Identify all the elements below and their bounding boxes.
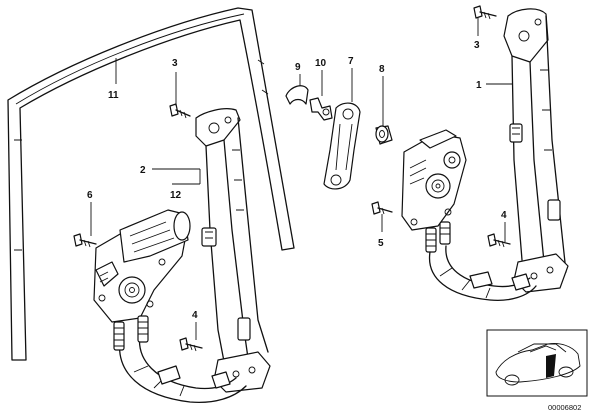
- bushing-part-10: [309, 97, 333, 121]
- callout-3-right: 3: [474, 40, 480, 51]
- clip-part-9: [285, 85, 309, 105]
- callout-4-left: 4: [192, 310, 198, 321]
- leader-lines: [90, 18, 512, 340]
- right-window-motor: [401, 129, 467, 253]
- callout-5: 5: [378, 238, 384, 249]
- callout-12: 12: [170, 190, 182, 201]
- right-regulator-rail-part-1: [503, 8, 569, 293]
- window-channel-part-11: [7, 7, 295, 361]
- left-regulator-cable: [118, 333, 247, 404]
- lever-part-7: [323, 102, 361, 190]
- callout-3-left: 3: [172, 58, 178, 69]
- right-regulator-cable: [428, 245, 537, 302]
- callout-10: 10: [315, 58, 327, 69]
- left-regulator-rail-part-2: [195, 108, 271, 393]
- car-locator-thumbnail: [486, 329, 588, 397]
- bolt-part-6: [73, 233, 97, 248]
- callout-7: 7: [348, 56, 354, 67]
- callout-9: 9: [295, 62, 301, 73]
- bolt-part-5: [371, 201, 393, 215]
- bolt-part-4-right: [487, 233, 511, 248]
- callout-labels: 11 3 2 12 6 4 9 10 7 8 5 1 3 4: [87, 40, 507, 321]
- document-number: 00006802: [548, 403, 581, 412]
- bolt-part-3-left: [169, 103, 191, 119]
- callout-1: 1: [476, 80, 482, 91]
- callout-2: 2: [140, 165, 146, 176]
- bolt-part-4-left: [179, 337, 203, 352]
- callout-6: 6: [87, 190, 93, 201]
- callout-8: 8: [379, 64, 385, 75]
- left-window-motor: [93, 209, 191, 351]
- callout-11: 11: [108, 90, 119, 101]
- callout-4-right: 4: [501, 210, 507, 221]
- bushing-part-8: [375, 125, 393, 145]
- bolt-part-3-right: [473, 5, 497, 20]
